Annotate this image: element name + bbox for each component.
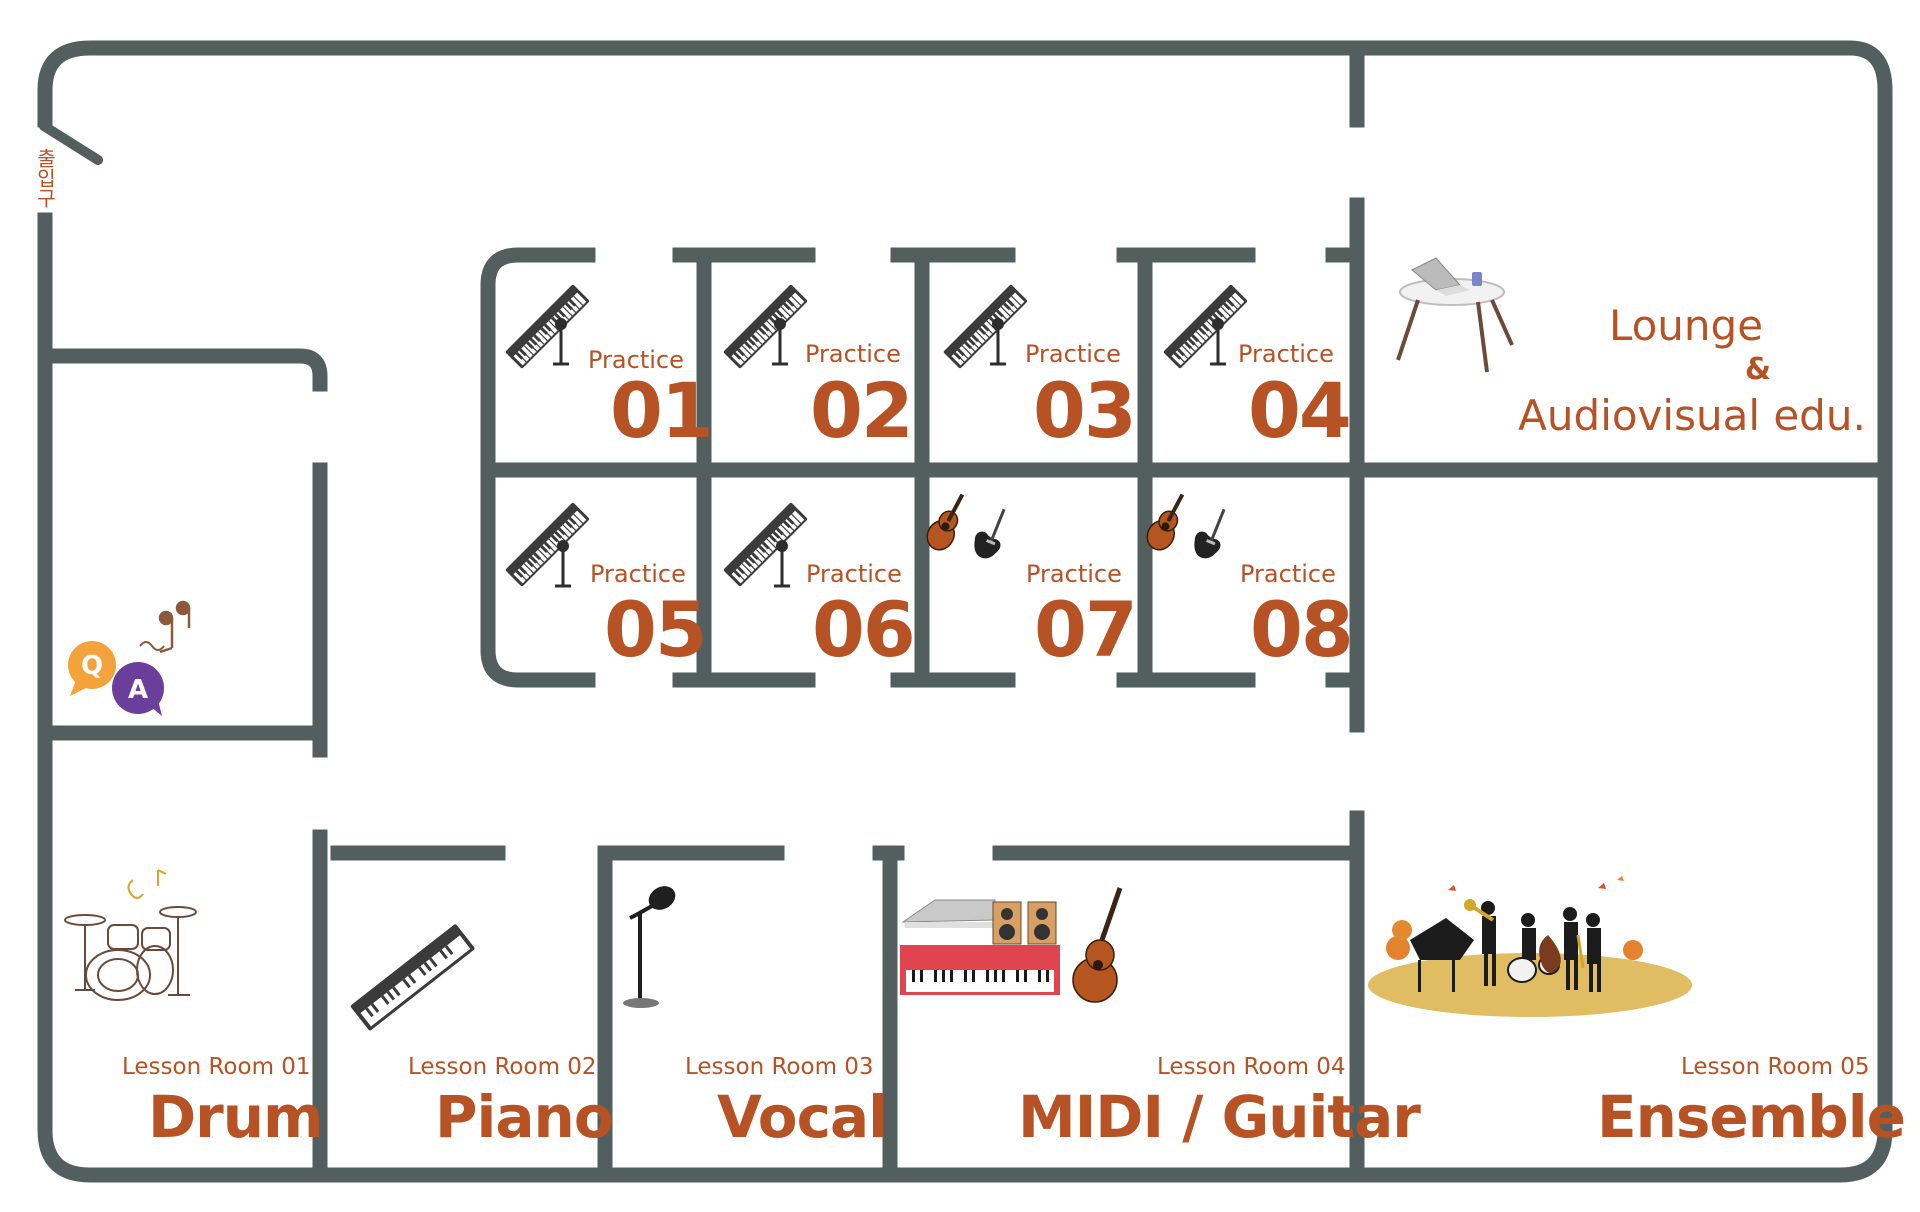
practice-03-number: 03: [1033, 366, 1137, 455]
jazz-band-icon: [1368, 876, 1692, 1017]
practice-08-icons: [1141, 487, 1234, 563]
qa-q-letter: Q: [81, 651, 103, 681]
lesson-room-05-name: Ensemble: [1597, 1083, 1906, 1151]
microphone-icon: [770, 316, 790, 366]
drum-kit-icon: [64, 869, 197, 1001]
practice-04-number: 04: [1248, 366, 1352, 455]
microphone-icon: [553, 538, 573, 588]
microphone-icon: [772, 538, 792, 588]
practice-05-label: Practice: [590, 560, 686, 588]
practice-02-number: 02: [810, 366, 914, 455]
keyboard-icon: [722, 283, 809, 370]
practice-08-number: 08: [1250, 585, 1354, 674]
lesson-room-05-label: Lesson Room 05: [1681, 1054, 1870, 1080]
practice-03-label: Practice: [1025, 340, 1121, 368]
entrance-label: 출입구: [33, 148, 57, 208]
qa-a-letter: A: [128, 675, 148, 705]
electric-guitar-icon: [1188, 503, 1234, 563]
lesson-room-02-label: Lesson Room 02: [408, 1054, 597, 1080]
lesson-room-01-name: Drum: [148, 1083, 323, 1151]
practice-02-icons: [722, 283, 809, 370]
lounge-title: Lounge: [1608, 301, 1764, 350]
midi-setup-icon: [900, 887, 1123, 1003]
practice-08-label: Practice: [1240, 560, 1336, 588]
lounge-ampersand: &: [1744, 352, 1772, 387]
practice-07-label: Practice: [1026, 560, 1122, 588]
practice-01-label: Practice: [588, 346, 684, 374]
practice-06-number: 06: [812, 585, 916, 674]
qa-speech-bubbles-icon: Q A: [68, 600, 191, 716]
keyboard-icon: [1162, 283, 1249, 370]
microphone-icon: [551, 316, 571, 366]
lesson-room-04-name: MIDI / Guitar: [1018, 1083, 1421, 1151]
lesson-room-01-label: Lesson Room 01: [122, 1054, 311, 1080]
keyboard-icon: [722, 501, 809, 588]
practice-06-label: Practice: [806, 560, 902, 588]
lesson-room-03-label: Lesson Room 03: [685, 1054, 874, 1080]
practice-05-icons: [504, 501, 591, 588]
table-laptop-icon: [1396, 257, 1514, 373]
practice-01-icons: [504, 283, 591, 370]
practice-06-icons: [722, 501, 809, 588]
electric-guitar-icon: [968, 503, 1014, 563]
practice-03-icons: [942, 283, 1029, 370]
microphone-icon: [1208, 316, 1228, 366]
practice-04-icons: [1162, 283, 1249, 370]
practice-02-label: Practice: [805, 340, 901, 368]
practice-05-number: 05: [604, 585, 708, 674]
lesson-room-02-name: Piano: [435, 1083, 614, 1151]
acoustic-guitar-icon: [921, 487, 975, 556]
practice-07-icons: [921, 487, 1014, 563]
microphone-stand-icon: [623, 886, 676, 1008]
lounge-subtitle: Audiovisual edu.: [1518, 391, 1866, 440]
microphone-icon: [988, 316, 1008, 366]
practice-07-number: 07: [1034, 585, 1138, 674]
keyboard-icon: [504, 283, 591, 370]
practice-04-label: Practice: [1238, 340, 1334, 368]
lesson-room-04-label: Lesson Room 04: [1157, 1054, 1346, 1080]
keyboard-icon: [504, 501, 591, 588]
keyboard-icon: [942, 283, 1029, 370]
lesson-room-03-name: Vocal: [717, 1083, 888, 1151]
keyboard-icon: [350, 924, 475, 1031]
practice-01-number: 01: [610, 366, 714, 455]
